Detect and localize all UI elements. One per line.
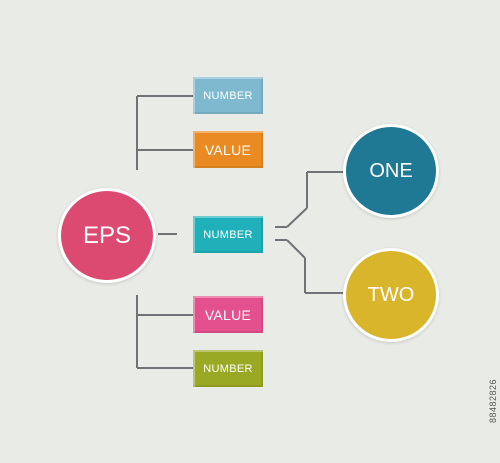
box-number-middle-label: NUMBER <box>203 228 253 241</box>
watermark-id: 88482826 <box>488 378 498 423</box>
outcome-circle-one: ONE <box>343 124 439 218</box>
connector-middle-lower-diagonal <box>286 239 306 259</box>
outcome-two-label: TWO <box>367 283 415 306</box>
box-number-top-label: NUMBER <box>203 89 253 102</box>
root-label: EPS <box>82 221 132 249</box>
box-value-top-label: VALUE <box>204 141 252 158</box>
outcome-circle-two: TWO <box>343 248 439 342</box>
outcome-one-label: ONE <box>369 159 413 182</box>
root-circle: EPS <box>58 188 156 283</box>
box-value-top: VALUE <box>193 131 263 168</box>
box-number-middle: NUMBER <box>193 216 263 253</box>
box-number-bottom: NUMBER <box>193 350 263 387</box>
connector-group <box>136 95 345 369</box>
box-value-bottom-label: VALUE <box>204 306 252 323</box>
box-number-top: NUMBER <box>193 77 263 114</box>
box-value-bottom: VALUE <box>193 296 263 333</box>
box-number-bottom-label: NUMBER <box>203 362 253 375</box>
connector-middle-upper-diagonal <box>286 207 308 228</box>
